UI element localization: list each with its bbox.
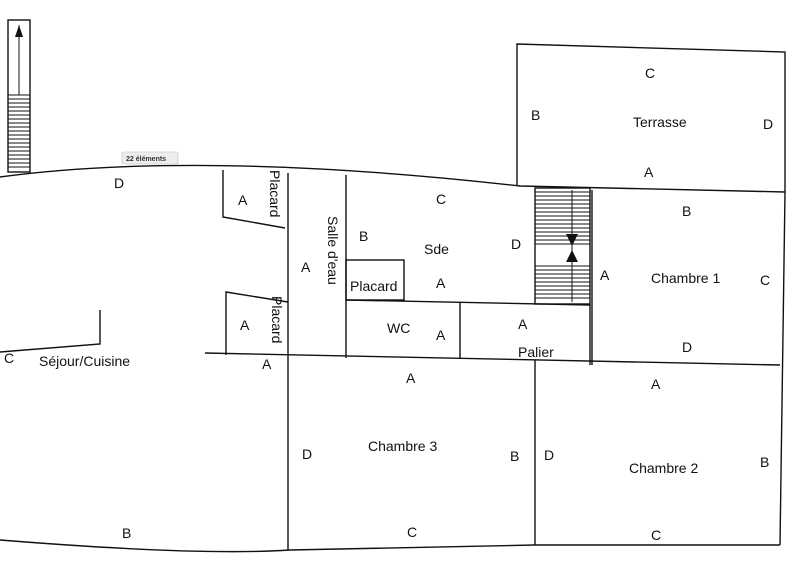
elements-count-text: 22 éléments [126, 156, 166, 163]
wall-letter-chambre1-c: C [760, 272, 770, 288]
sejour-partial-wall [0, 310, 101, 353]
wall-letter-chambre2-a: A [651, 376, 661, 392]
bottom-wall [0, 539, 780, 553]
wall-letter-chambre3-a: A [406, 370, 416, 386]
wall-letter-placard-bottom-a: A [240, 317, 250, 333]
placard-bottom-outline [225, 291, 289, 355]
staircase-center [534, 187, 591, 305]
wall-letter-sejour-a: A [262, 356, 272, 372]
wall-letter-terrasse-a: A [644, 164, 654, 180]
wall-letter-chambre1-d: D [682, 339, 692, 355]
wall-letter-chambre3-b: B [510, 448, 519, 464]
wall-letter-chambre1-b: B [682, 203, 691, 219]
wall-letter-wc-a: A [436, 327, 446, 343]
wall-letter-terrasse-c: C [645, 65, 655, 81]
wall-letter-sde-b: B [359, 228, 368, 244]
wall-letter-sejour-c: C [4, 350, 14, 366]
wall-letter-sde-c: C [436, 191, 446, 207]
wall-letter-salle-eau-a: A [301, 259, 311, 275]
wall-letter-terrasse-d: D [763, 116, 773, 132]
wall-letter-palier-a: A [518, 316, 528, 332]
wall-letter-chambre3-d: D [302, 446, 312, 462]
room-label-salle-eau: Salle d'eau [325, 216, 341, 285]
room-label-placard-sde: Placard [350, 278, 397, 294]
wall-letter-chambre3-c: C [407, 524, 417, 540]
wall-letter-terrasse-b: B [531, 107, 540, 123]
wall-letter-chambre2-b: B [760, 454, 769, 470]
terrasse-outline [516, 43, 786, 192]
room-label-chambre3: Chambre 3 [368, 438, 437, 454]
top-wall [0, 164, 786, 193]
room-label-chambre1: Chambre 1 [651, 270, 720, 286]
room-label-sde: Sde [424, 241, 449, 257]
room-label-wc: WC [387, 320, 410, 336]
elements-count-badge: 22 éléments [121, 151, 179, 165]
placard-top-outline [222, 170, 286, 229]
wall-letter-sejour-b: B [122, 525, 131, 541]
room-label-placard-bottom: Placard [269, 296, 285, 343]
room-label-palier: Palier [518, 344, 554, 360]
wall-letter-chambre2-c: C [651, 527, 661, 543]
wall-letter-sde-d: D [511, 236, 521, 252]
main-horizontal-wall [204, 352, 781, 366]
staircase-top-left [7, 19, 31, 173]
wall-letter-placard-top-a: A [238, 192, 248, 208]
room-label-chambre2: Chambre 2 [629, 460, 698, 476]
wall-letter-chambre1-a: A [600, 267, 610, 283]
room-label-sejour: Séjour/Cuisine [39, 353, 130, 369]
right-wall [779, 191, 786, 546]
room-label-terrasse: Terrasse [633, 114, 687, 130]
wall-letter-sejour-d: D [114, 175, 124, 191]
room-label-placard-top: Placard [267, 170, 283, 217]
wall-letter-chambre2-d: D [544, 447, 554, 463]
wall-letter-sde-a: A [436, 275, 446, 291]
